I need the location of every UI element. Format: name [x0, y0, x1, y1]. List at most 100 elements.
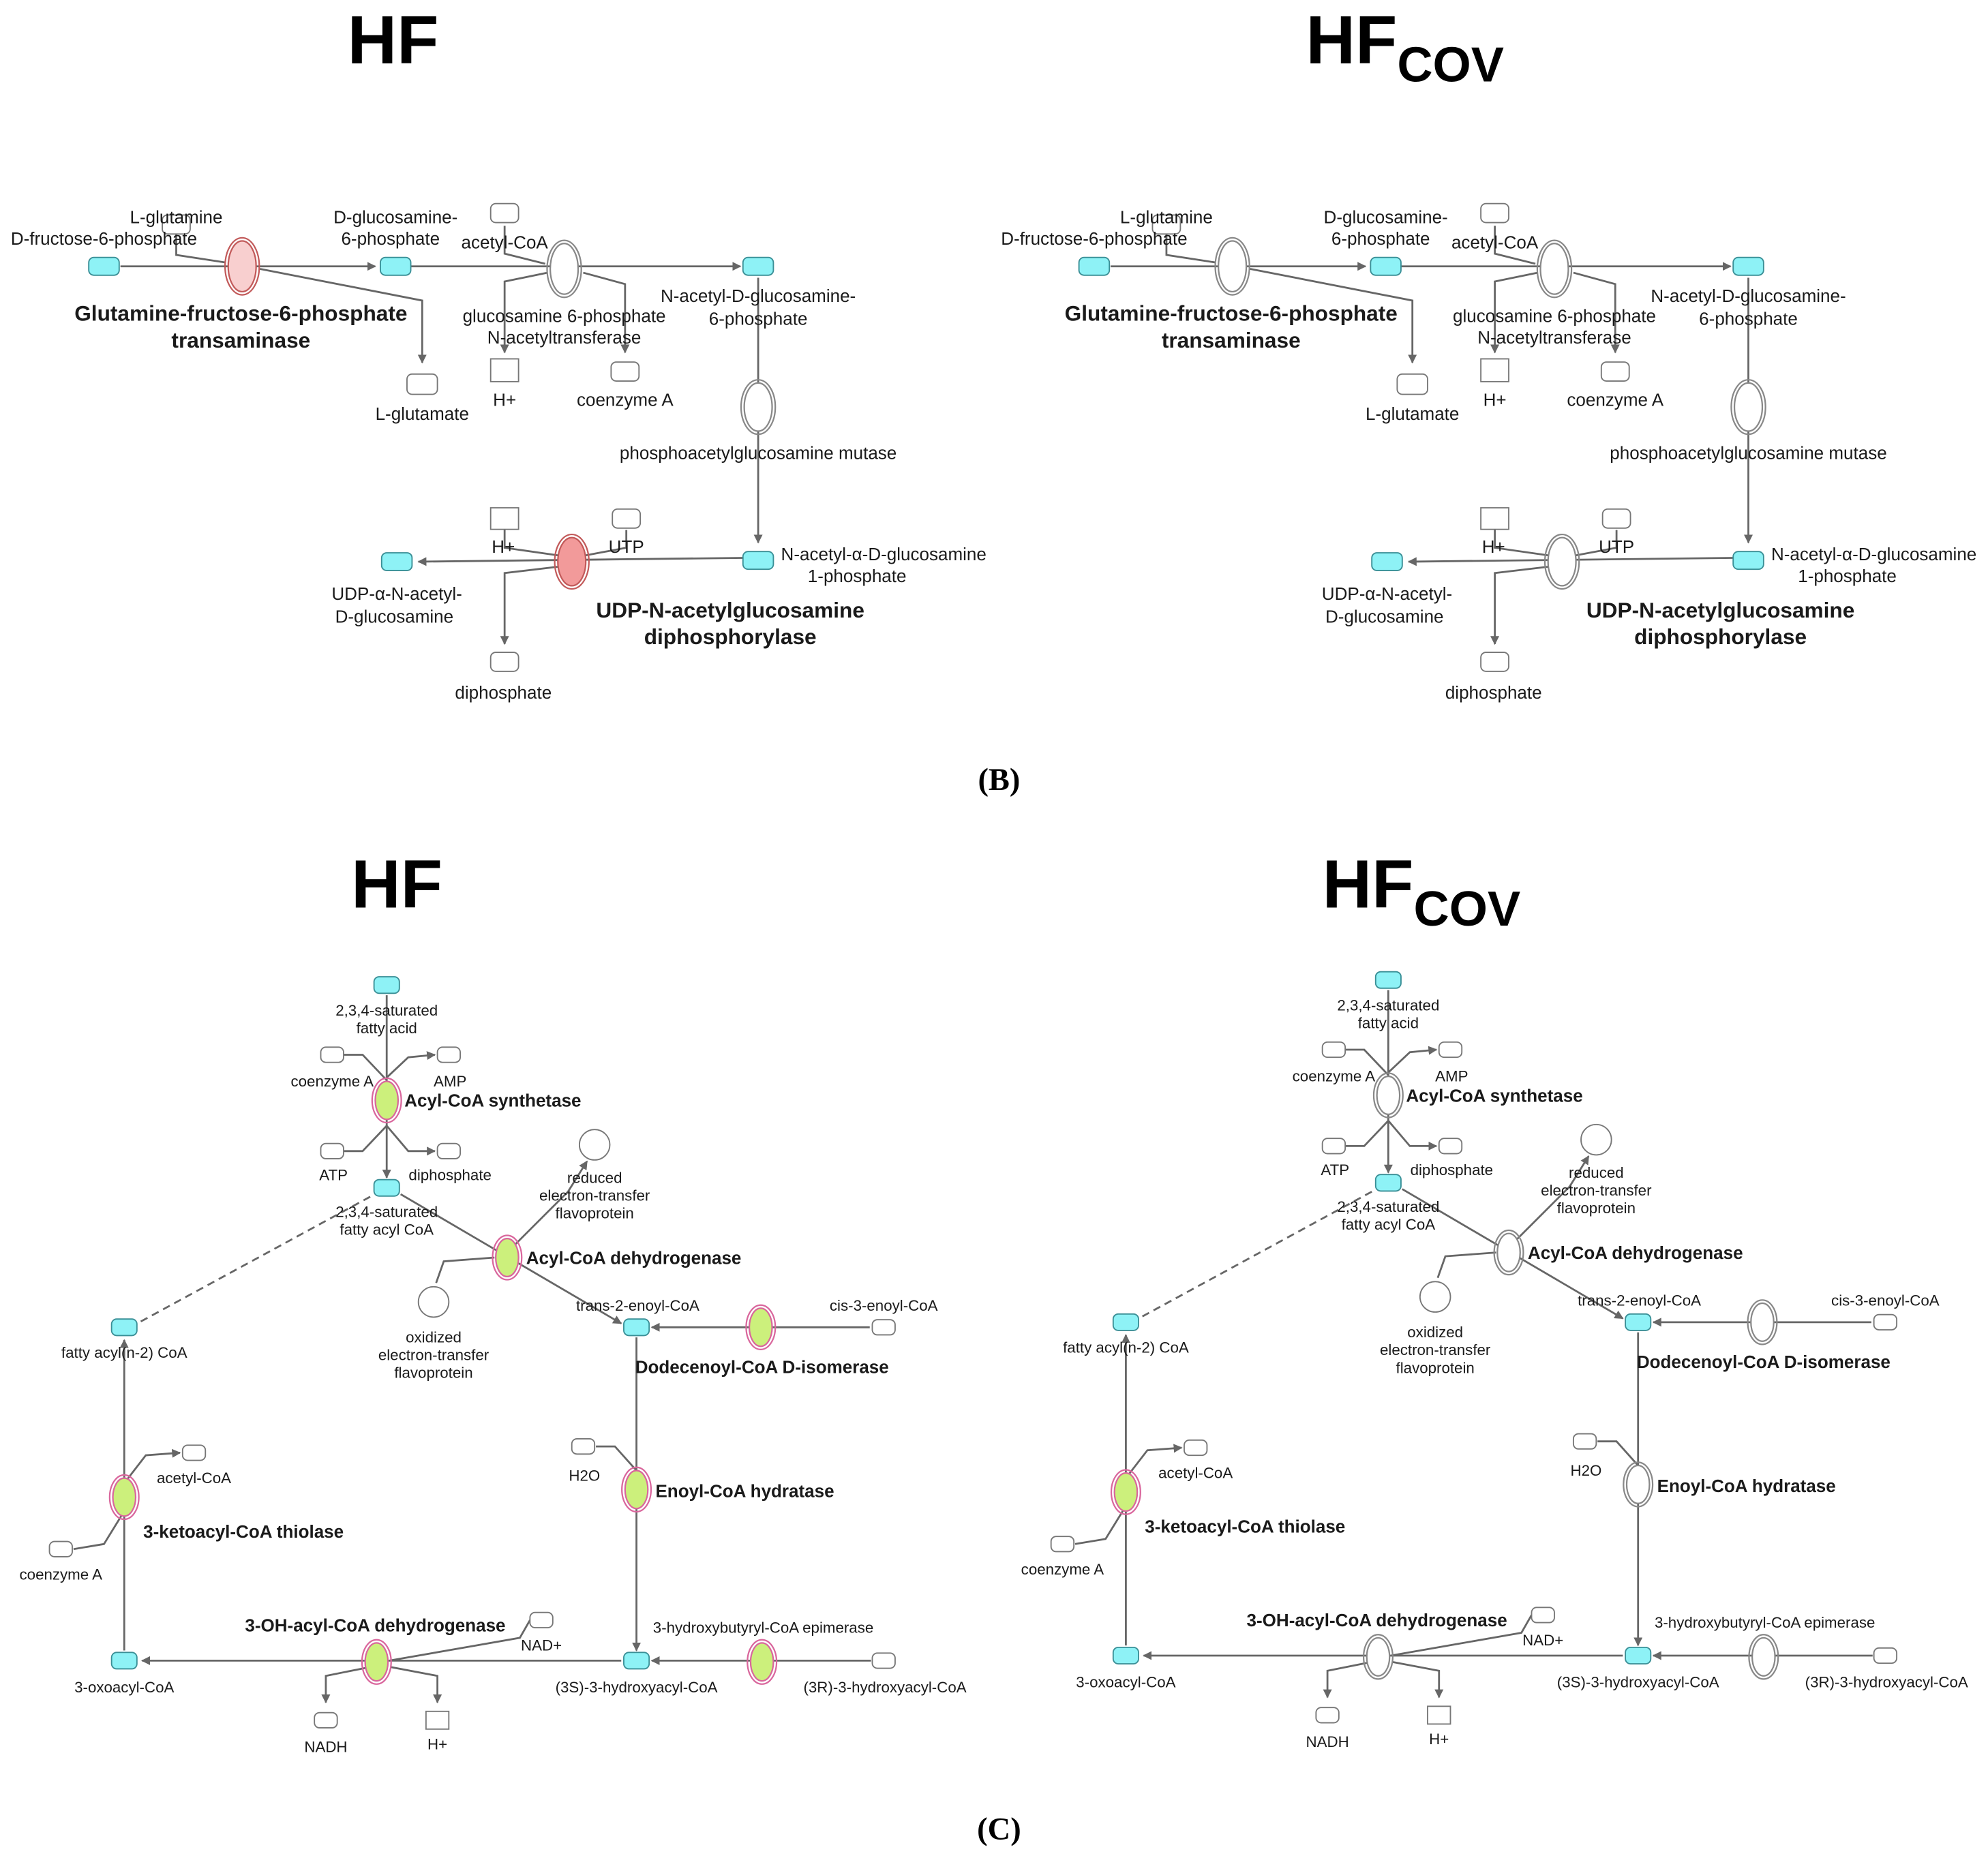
- label: 2,3,4-saturated: [1337, 1198, 1439, 1215]
- label: H+: [493, 389, 516, 410]
- reaction-edge: [1597, 1440, 1639, 1466]
- cofactor-node: [1321, 1138, 1346, 1155]
- cofactor-node: [1396, 373, 1428, 395]
- glutamine-fructose-6-phosphate-transaminase-node-ring: [1214, 237, 1250, 296]
- dodecenoyl-coa-d-isomerase-node: [748, 1307, 773, 1348]
- 3-oh-acyl-coa-dehydrogenase-node: [1366, 1637, 1391, 1677]
- cofactor-node: [1438, 1041, 1463, 1059]
- panel-b-hf: HFL-glutamineD-fructose-6-phosphateD-glu…: [11, 2, 987, 703]
- label: 2,3,4-saturated: [1337, 997, 1439, 1014]
- panel-b-caption: (B): [978, 763, 1020, 797]
- metabolite-node: [1374, 971, 1402, 989]
- reaction-edge: [1494, 226, 1536, 265]
- cofactor-node: [1315, 1707, 1340, 1724]
- label: transaminase: [171, 328, 310, 352]
- label: N-acetyl-α-D-glucosamine: [781, 544, 987, 564]
- label: 3-oxoacyl-CoA: [74, 1679, 174, 1696]
- cofactor-node: [1480, 358, 1509, 382]
- label: phosphoacetylglucosamine mutase: [620, 442, 897, 463]
- panel-b-title-hfcov-subscript: COV: [1397, 37, 1504, 92]
- panel-c-title-hf: HF: [351, 847, 442, 923]
- label: H2O: [569, 1467, 600, 1484]
- label: Glutamine-fructose-6-phosphate: [1065, 301, 1398, 326]
- 3-hydroxybutyryl-coa-epimerase-node: [749, 1642, 774, 1682]
- label: phosphoacetylglucosamine mutase: [1610, 442, 1886, 463]
- panel-c-title-hfcov-subscript: COV: [1414, 882, 1521, 937]
- label: electron-transfer: [378, 1347, 490, 1364]
- protein-node: [1580, 1123, 1612, 1156]
- reaction-edge: [73, 1510, 125, 1551]
- reaction-edge: [1344, 1120, 1389, 1147]
- label: H+: [1482, 536, 1505, 557]
- label: oxidized: [1407, 1324, 1463, 1341]
- label: D-glucosamine: [335, 606, 454, 626]
- reaction-edge: [503, 226, 546, 265]
- label: coenzyme A: [20, 1566, 103, 1583]
- cofactor-node: [490, 358, 519, 382]
- label: H+: [1484, 389, 1507, 410]
- label: 3-ketoacyl-CoA thiolase: [1145, 1517, 1345, 1537]
- acyl-coa-synthetase-node: [374, 1080, 400, 1121]
- 3-ketoacyl-coa-thiolase-node-ring: [1110, 1469, 1141, 1515]
- metabolite-node: [623, 1318, 650, 1337]
- reaction-edge: [583, 271, 630, 354]
- label: Enoyl-CoA hydratase: [655, 1481, 834, 1502]
- label: Acyl-CoA dehydrogenase: [526, 1247, 742, 1268]
- label: coenzyme A: [1567, 389, 1663, 410]
- label: Glutamine-fructose-6-phosphate: [74, 301, 407, 326]
- reaction-edge: [435, 1256, 495, 1283]
- phosphoacetylglucosamine-mutase-node: [743, 382, 773, 432]
- glucosamine-6-phosphate-n-acetyltransferase-node-ring: [1536, 239, 1573, 299]
- label: UDP-N-acetylglucosamine: [596, 598, 864, 622]
- cofactor-node: [1531, 1607, 1555, 1624]
- metabolite-node: [1625, 1313, 1652, 1331]
- label: Acyl-CoA synthetase: [1406, 1085, 1582, 1106]
- label: fatty acyl CoA: [1342, 1216, 1436, 1233]
- cofactor-node: [610, 361, 640, 382]
- label: 3-OH-acyl-CoA dehydrogenase: [245, 1615, 505, 1636]
- udp-n-acetylglucosamine-diphosphorylase-node-ring: [554, 533, 590, 590]
- reaction-edge: [503, 530, 558, 557]
- udp-n-acetylglucosamine-diphosphorylase-node: [557, 536, 587, 587]
- metabolite-node: [623, 1652, 650, 1670]
- metabolite-node: [1374, 1174, 1402, 1192]
- reaction-edge: [1165, 230, 1216, 264]
- metabolite-node: [110, 1652, 138, 1670]
- acyl-coa-dehydrogenase-node: [495, 1238, 519, 1278]
- label: 1-phosphate: [1798, 566, 1897, 586]
- label: trans-2-enoyl-CoA: [1578, 1292, 1701, 1309]
- cofactor-node: [314, 1712, 338, 1729]
- cofactor-node: [1572, 1433, 1597, 1450]
- glutamine-fructose-6-phosphate-transaminase-node: [227, 240, 257, 293]
- acyl-coa-synthetase-node: [1376, 1075, 1401, 1115]
- protein-node: [578, 1129, 611, 1161]
- metabolite-node: [1732, 551, 1764, 571]
- reaction-edge: [342, 1054, 388, 1081]
- panel-c-title-hf-main: HF: [351, 847, 442, 923]
- label: 2,3,4-saturated: [335, 1002, 438, 1019]
- enoyl-coa-hydratase-node-ring: [621, 1466, 652, 1513]
- cofactor-node: [1480, 202, 1509, 224]
- cofactor-node: [612, 508, 642, 529]
- acyl-coa-dehydrogenase-node: [1496, 1232, 1521, 1273]
- reaction-edge: [1074, 1505, 1127, 1545]
- reaction-edge: [596, 1445, 637, 1472]
- label: cis-3-enoyl-CoA: [1831, 1292, 1940, 1309]
- label: fatty acyl(n-2) CoA: [61, 1344, 187, 1361]
- label: transaminase: [1162, 328, 1301, 352]
- label: (3S)-3-hydroxyacyl-CoA: [556, 1679, 718, 1696]
- reaction-edge: [1390, 1614, 1533, 1657]
- reaction-edge: [500, 566, 558, 645]
- label: L-glutamine: [1120, 207, 1213, 228]
- cofactor-node: [425, 1710, 450, 1730]
- label: coenzyme A: [577, 389, 674, 410]
- cofactor-node: [871, 1652, 896, 1669]
- label: acetyl-CoA: [157, 1470, 231, 1487]
- cofactor-node: [1873, 1647, 1898, 1664]
- cofactor-node: [490, 202, 519, 224]
- label: 1-phosphate: [808, 566, 907, 586]
- label: 3-hydroxybutyryl-CoA epimerase: [653, 1619, 873, 1636]
- label: diphosphate: [408, 1167, 492, 1184]
- cofactor-node: [1480, 652, 1509, 672]
- label: NADH: [1306, 1733, 1349, 1750]
